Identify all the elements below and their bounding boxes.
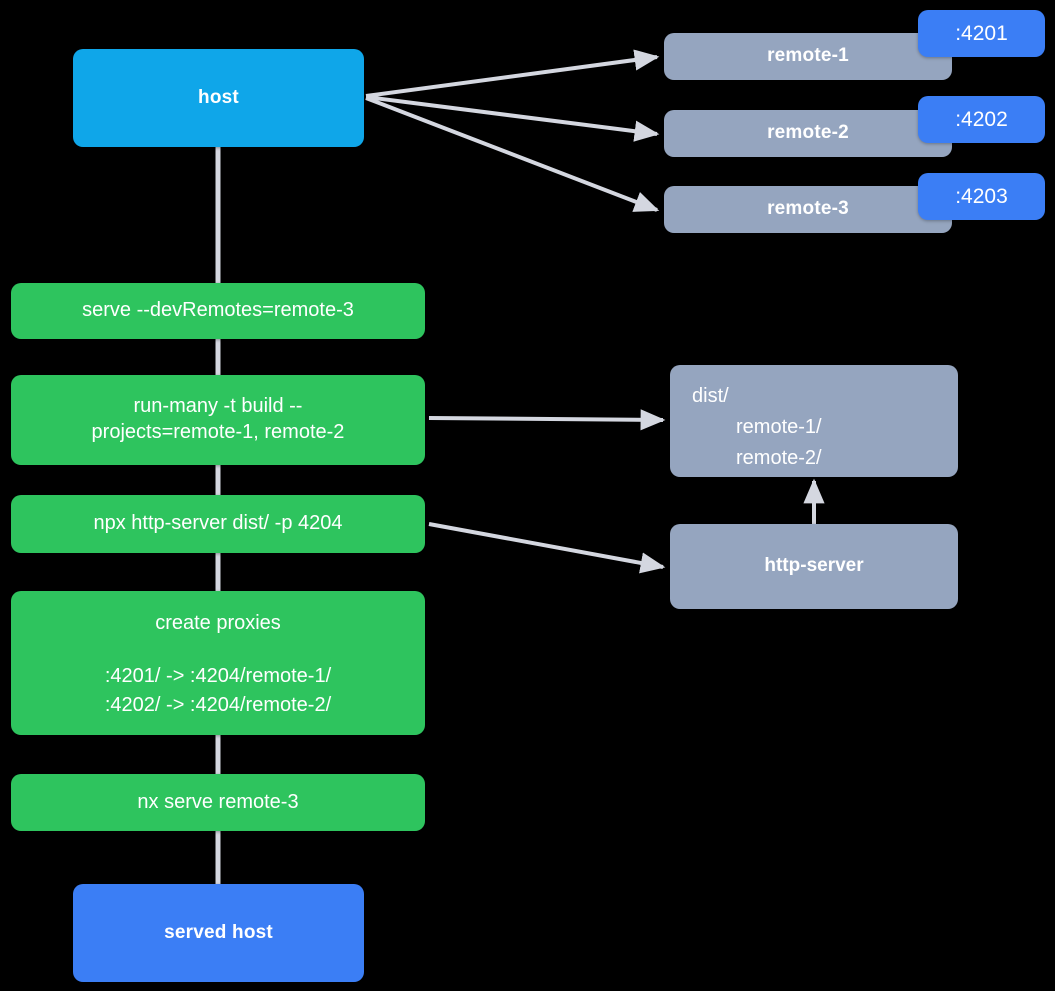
- node-remote-3-label: remote-3: [767, 198, 849, 220]
- edge-host-to-remote-2: [365, 95, 660, 142]
- port-badge-remote-2-label: :4202: [955, 107, 1008, 131]
- node-host[interactable]: host: [73, 49, 364, 147]
- edge-host-to-remote-1: [365, 49, 660, 98]
- node-create-proxies[interactable]: create proxies :4201/ -> :4204/remote-1/…: [11, 591, 425, 735]
- node-remote-2-label: remote-2: [767, 122, 849, 144]
- node-host-label: host: [198, 86, 239, 108]
- node-serve-dev-remotes-label: serve --devRemotes=remote-3: [82, 299, 354, 322]
- port-badge-remote-2: :4202: [918, 96, 1045, 143]
- edge-npx-to-http-server: [428, 522, 666, 574]
- node-nx-serve-remote-3[interactable]: nx serve remote-3: [11, 774, 425, 831]
- node-remote-1-label: remote-1: [767, 45, 849, 67]
- node-remote-1[interactable]: remote-1: [664, 33, 952, 80]
- port-badge-remote-3-label: :4203: [955, 184, 1008, 208]
- node-serve-dev-remotes[interactable]: serve --devRemotes=remote-3: [11, 283, 425, 339]
- node-remote-3[interactable]: remote-3: [664, 186, 952, 233]
- node-nx-serve-remote-3-label: nx serve remote-3: [137, 790, 299, 813]
- node-dist-line-1: dist/: [692, 385, 729, 407]
- node-dist-line-3: remote-2/: [736, 447, 822, 469]
- node-dist[interactable]: dist/ remote-1/ remote-2/: [670, 365, 958, 477]
- node-npx-http-server-label: npx http-server dist/ -p 4204: [93, 512, 343, 535]
- node-create-proxies-mappings: :4201/ -> :4204/remote-1/ :4202/ -> :420…: [104, 665, 332, 716]
- port-badge-remote-3: :4203: [918, 173, 1045, 220]
- port-badge-remote-1: :4201: [918, 10, 1045, 57]
- node-served-host[interactable]: served host: [73, 884, 364, 982]
- node-run-many-label: run-many -t build -- projects=remote-1, …: [91, 395, 345, 443]
- node-dist-line-2: remote-1/: [736, 416, 822, 438]
- node-npx-http-server[interactable]: npx http-server dist/ -p 4204: [11, 495, 425, 553]
- node-remote-2[interactable]: remote-2: [664, 110, 952, 157]
- edge-host-to-remote-3: [365, 96, 660, 212]
- node-served-host-label: served host: [164, 921, 273, 943]
- node-http-server-label: http-server: [764, 555, 864, 577]
- node-run-many[interactable]: run-many -t build -- projects=remote-1, …: [11, 375, 425, 465]
- node-create-proxies-title: create proxies: [155, 612, 281, 634]
- node-http-server[interactable]: http-server: [670, 524, 958, 609]
- port-badge-remote-1-label: :4201: [955, 21, 1008, 45]
- edge-run-many-to-dist: [428, 409, 666, 431]
